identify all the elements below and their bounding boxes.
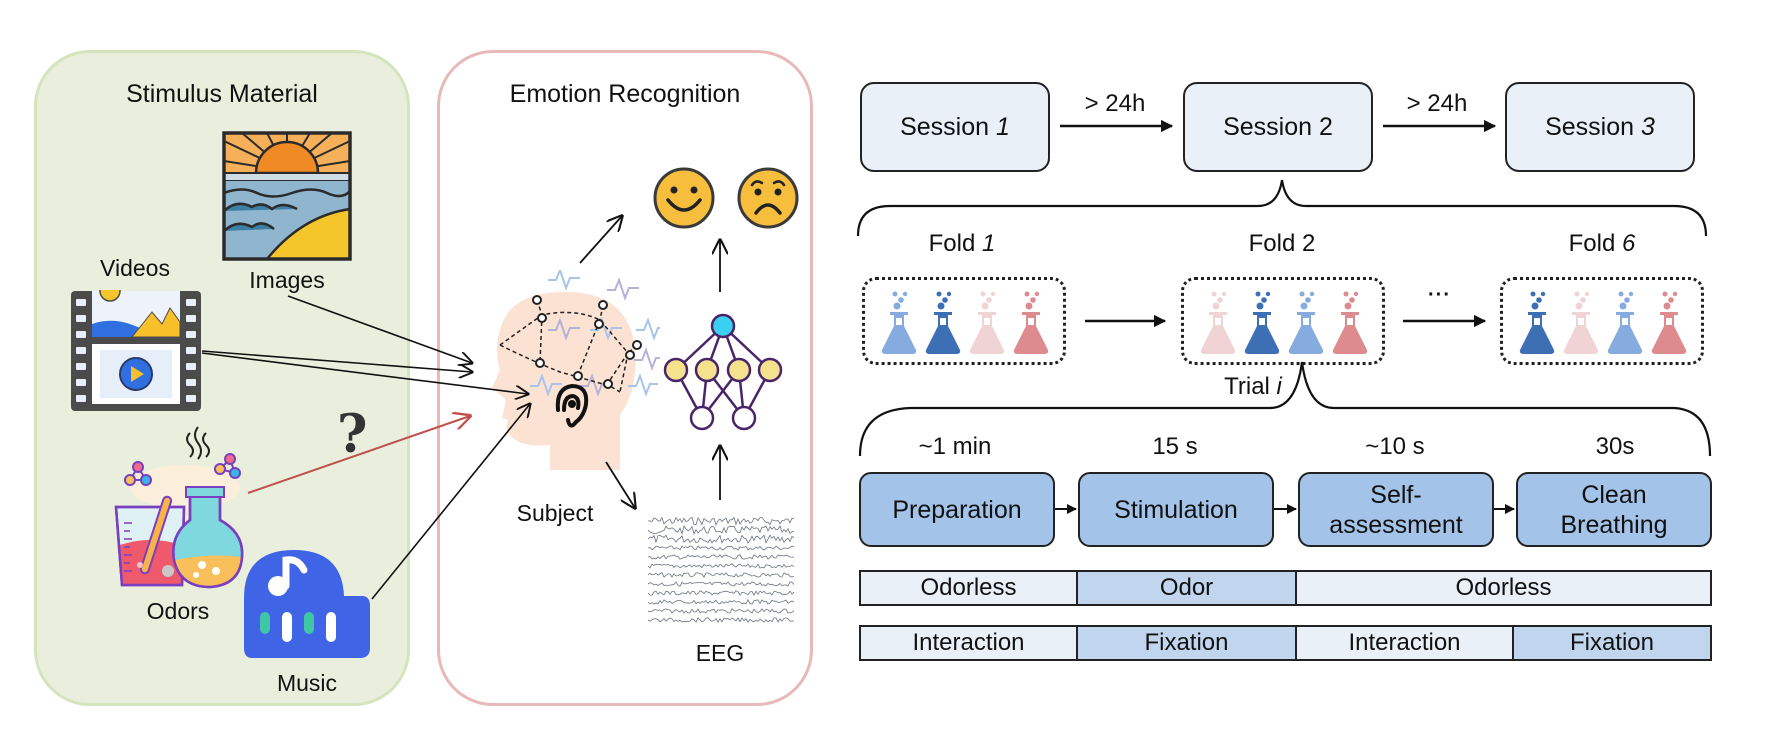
- fold-1-label: Fold 1: [912, 230, 1012, 258]
- flask-icon: [1288, 291, 1324, 354]
- duration-preparation: ~1 min: [918, 433, 992, 460]
- subject-label: Subject: [516, 500, 594, 526]
- eeg-label: EEG: [695, 640, 745, 666]
- step-clean-breathing-label: Clean Breathing: [1560, 480, 1668, 539]
- fold-2-prefix: Fold: [1248, 230, 1302, 257]
- fold-1-prefix: Fold: [928, 230, 982, 257]
- stimulus-panel-title: Stimulus Material: [126, 80, 318, 108]
- eeg-trace: [648, 534, 794, 544]
- flask-icon: [1519, 291, 1555, 354]
- gap-label-2: > 24h: [1406, 90, 1468, 117]
- session-3-number: 3: [1640, 112, 1655, 141]
- flask-icon: [1244, 291, 1280, 354]
- odor-cell: Odorless: [861, 572, 1078, 604]
- session-2-number: 2: [1318, 112, 1333, 141]
- more-folds-ellipsis: ···: [1428, 284, 1451, 306]
- flask-icon: [881, 291, 917, 354]
- happy-face-icon: [653, 167, 715, 229]
- trial-var: i: [1276, 373, 1282, 400]
- fold-6-label: Fold 6: [1552, 230, 1652, 258]
- fold-6-number: 6: [1622, 230, 1636, 257]
- eeg-trace: [648, 608, 794, 614]
- fold-2-label: Fold 2: [1232, 230, 1332, 258]
- session-brace: [856, 179, 1708, 237]
- images-label: Images: [249, 267, 325, 293]
- step-preparation-label: Preparation: [892, 495, 1022, 524]
- flask-icon: [1013, 291, 1049, 354]
- odor-cell: Odor: [1078, 572, 1297, 604]
- task-cell: Interaction: [861, 627, 1078, 659]
- fold-2-flasks: [1200, 291, 1368, 354]
- session-1-box: Session 1: [860, 82, 1050, 172]
- flask-icon: [969, 291, 1005, 354]
- eeg-trace: [648, 554, 794, 560]
- eeg-trace: [648, 525, 794, 536]
- trial-label: Trial i: [1208, 373, 1298, 401]
- emotion-faces: [653, 167, 799, 229]
- flask-icon: [1563, 291, 1599, 354]
- fold-2-number: 2: [1302, 230, 1316, 257]
- flask-icon: [1607, 291, 1643, 354]
- duration-stimulation: 15 s: [1152, 433, 1198, 460]
- subject-head-icon: [492, 270, 660, 470]
- odor-flask-icon: [114, 426, 244, 589]
- duration-self-assessment: ~10 s: [1365, 433, 1425, 460]
- trial-prefix: Trial: [1224, 373, 1277, 400]
- step-clean-breathing: Clean Breathing: [1516, 472, 1712, 547]
- task-cell: Fixation: [1078, 627, 1297, 659]
- eeg-trace: [648, 581, 794, 587]
- music-icon: [244, 550, 370, 658]
- eeg-trace: [648, 572, 794, 579]
- step-self-assessment-label: Self- assessment: [1329, 480, 1463, 539]
- task-cell: Interaction: [1297, 627, 1514, 659]
- step-self-assessment: Self- assessment: [1298, 472, 1494, 547]
- eeg-signal-plot: [648, 516, 794, 623]
- fold-1-number: 1: [982, 230, 996, 257]
- gap-label-1: > 24h: [1084, 90, 1146, 117]
- emotion-panel-title: Emotion Recognition: [509, 80, 741, 108]
- step-preparation: Preparation: [859, 472, 1055, 547]
- session-3-prefix: Session: [1545, 112, 1641, 141]
- step-stimulation: Stimulation: [1078, 472, 1274, 547]
- odors-label: Odors: [146, 598, 210, 624]
- flask-icon: [1651, 291, 1687, 354]
- flask-icon: [925, 291, 961, 354]
- task-row: Interaction Fixation Interaction Fixatio…: [859, 625, 1712, 661]
- neural-network-icon: [663, 313, 783, 431]
- odor-condition-row: Odorless Odor Odorless: [859, 570, 1712, 606]
- videos-label: Videos: [100, 255, 170, 281]
- fold-1-flasks: [881, 291, 1049, 354]
- eeg-trace: [648, 545, 794, 551]
- duration-clean-breathing: 30s: [1595, 433, 1635, 460]
- flask-icon: [1200, 291, 1236, 354]
- unknown-question-mark: ?: [337, 404, 368, 465]
- music-label: Music: [276, 670, 338, 696]
- session-3-box: Session 3: [1505, 82, 1695, 172]
- eeg-trace: [648, 590, 794, 596]
- session-1-prefix: Session: [900, 112, 996, 141]
- video-icon: [71, 290, 201, 411]
- eeg-trace: [648, 563, 794, 569]
- fold-6-flasks: [1519, 291, 1687, 354]
- sad-face-icon: [737, 167, 799, 229]
- flask-icon: [1332, 291, 1368, 354]
- eeg-trace: [648, 516, 794, 527]
- step-stimulation-label: Stimulation: [1114, 495, 1238, 524]
- fold-1-box: [862, 277, 1066, 365]
- session-2-box: Session 2: [1183, 82, 1373, 172]
- eeg-trace: [648, 617, 794, 623]
- task-cell: Fixation: [1514, 627, 1710, 659]
- fold-2-box: [1181, 277, 1385, 365]
- fold-6-box: [1500, 277, 1704, 365]
- session-1-number: 1: [995, 112, 1010, 141]
- odor-cell: Odorless: [1297, 572, 1710, 604]
- eeg-trace: [648, 599, 794, 605]
- fold-6-prefix: Fold: [1568, 230, 1622, 257]
- image-icon: [222, 131, 352, 261]
- session-2-prefix: Session: [1223, 112, 1319, 141]
